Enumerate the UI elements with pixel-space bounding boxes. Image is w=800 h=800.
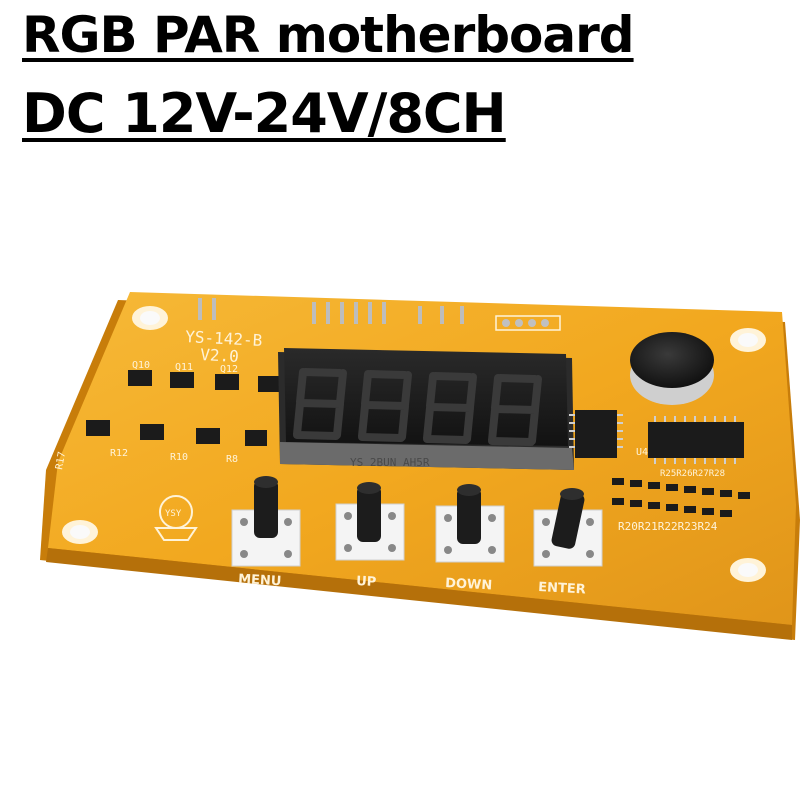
svg-text:Q12: Q12 (220, 364, 238, 375)
header-pins (198, 298, 464, 324)
svg-text:R12: R12 (110, 448, 128, 459)
button-label-up: UP (356, 574, 377, 590)
board-model: YS-142-B (185, 327, 263, 350)
button-label-enter: ENTER (538, 580, 586, 597)
pcb-thickness (46, 548, 792, 640)
ic-chip (569, 410, 623, 458)
ic-u4: U4 (636, 416, 744, 464)
button-label-menu: MENU (238, 572, 282, 589)
seven-segment-display: YS 2BUN AH5R (278, 348, 574, 470)
svg-text:Q11: Q11 (175, 362, 193, 373)
menu-button[interactable] (231, 476, 301, 567)
ic-label: U4 (636, 447, 648, 458)
enter-button[interactable] (533, 488, 603, 567)
connector-j3 (495, 315, 561, 331)
svg-text:R8: R8 (226, 454, 238, 465)
headline-spec: DC 12V-24V/8CH (22, 82, 507, 145)
down-button[interactable] (435, 484, 505, 563)
up-button[interactable] (335, 482, 405, 561)
microphone-icon (630, 332, 714, 405)
svg-text:Q10: Q10 (132, 360, 150, 371)
board-version: V2.0 (200, 345, 239, 366)
resistor-labels-top: R25R26R27R28 (660, 469, 725, 479)
button-label-down: DOWN (445, 576, 493, 593)
ysy-logo: YSY (154, 495, 198, 541)
component-labels: Q10 Q11 Q12 R12 R10 R8 R17 (54, 360, 238, 471)
resistor-array: R25R26R27R28 R20R21R22R23R24 (612, 469, 750, 533)
svg-text:YSY: YSY (165, 509, 182, 519)
display-digits (293, 368, 542, 446)
resistor-labels-bottom: R20R21R22R23R24 (618, 520, 718, 533)
svg-text:R10: R10 (170, 452, 188, 463)
display-marking: YS 2BUN AH5R (350, 456, 430, 469)
svg-text:R17: R17 (54, 451, 68, 471)
mounting-hole-icon (62, 306, 766, 582)
transistors (86, 370, 280, 446)
headline-title: RGB PAR motherboard (22, 6, 635, 64)
